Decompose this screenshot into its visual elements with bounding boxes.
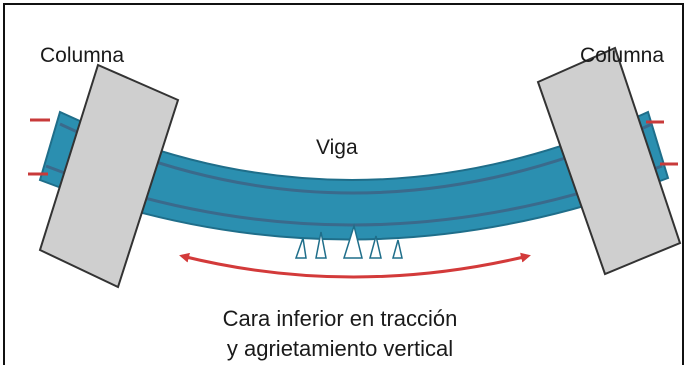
right-column: [536, 46, 682, 276]
caption-line-2: y agrietamiento vertical: [227, 336, 453, 361]
right-column-label: Columna: [580, 44, 664, 67]
crack-5: [392, 239, 403, 259]
left-column: [38, 63, 180, 289]
beam-body: [38, 110, 670, 241]
beam-label: Viga: [316, 136, 358, 159]
left-column-label: Columna: [40, 44, 124, 67]
figure-frame: [3, 3, 684, 365]
double-headed-curved-arrow-icon: [179, 252, 531, 279]
crack-1: [294, 237, 307, 259]
caption-line-1: Cara inferior en tracción: [223, 306, 458, 331]
